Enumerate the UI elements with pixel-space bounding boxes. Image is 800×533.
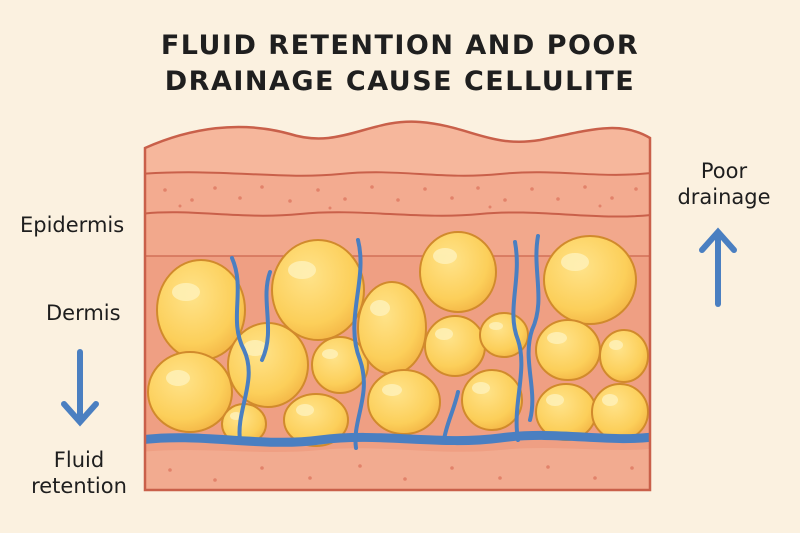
vessel: [511, 240, 524, 442]
fat-cell: [599, 329, 649, 383]
arrow-up-icon: [699, 227, 737, 307]
dermis-band: [145, 212, 650, 256]
fluid-retention-label: Fluid retention: [14, 447, 144, 499]
poor-drainage-line-2: drainage: [677, 185, 771, 209]
title-line-1: FLUID RETENTION AND POOR: [160, 30, 640, 61]
papillary-band: [145, 172, 650, 217]
epidermis-layer: [145, 121, 650, 176]
fat-cell: [419, 231, 497, 313]
fat-cell: [543, 235, 637, 325]
dermis-label: Dermis: [46, 301, 121, 325]
fluid-retention-line-2: retention: [31, 474, 127, 498]
fluid-retention-line-1: Fluid: [53, 448, 105, 472]
vessel: [442, 390, 460, 442]
lymph-vessels: [145, 234, 650, 450]
vessel: [260, 270, 272, 362]
subcutaneous-base: [145, 448, 650, 491]
fat-cell: [424, 315, 486, 377]
fat-cell: [367, 369, 441, 435]
poor-drainage-label: Poor drainage: [660, 158, 788, 210]
diagram-title: FLUID RETENTION AND POOR DRAINAGE CAUSE …: [0, 28, 800, 100]
title-line-2: DRAINAGE CAUSE CELLULITE: [164, 66, 636, 97]
arrow-down-icon: [61, 349, 99, 427]
papillary-dots: [163, 185, 638, 210]
fat-cell: [357, 281, 427, 375]
poor-drainage-line-1: Poor: [700, 159, 748, 183]
vessel: [230, 256, 251, 442]
fat-cell: [461, 369, 523, 431]
fat-cell: [591, 383, 649, 441]
fat-cell: [271, 239, 365, 341]
vessel: [526, 234, 541, 422]
fat-cell: [535, 319, 601, 381]
fat-cell: [147, 351, 233, 433]
vessel: [352, 238, 366, 450]
epidermis-label: Epidermis: [20, 213, 125, 237]
skin-outline: [143, 120, 652, 492]
